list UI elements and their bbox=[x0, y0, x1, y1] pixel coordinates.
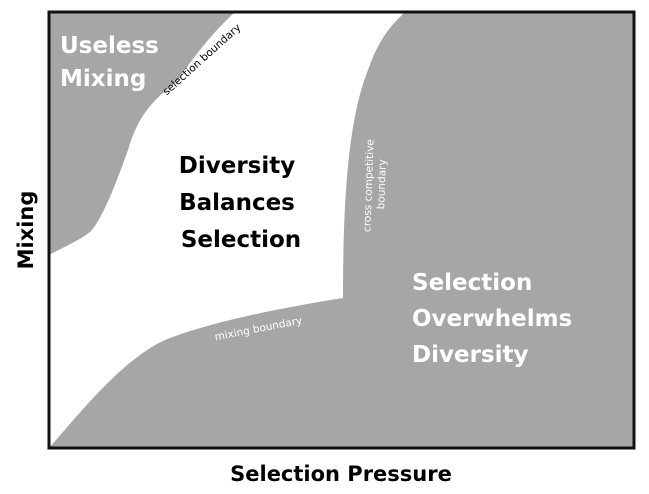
plot-frame bbox=[47, 10, 636, 450]
y-axis-label: Mixing bbox=[14, 191, 38, 270]
selection-overwhelms-diversity-label: Selection Overwhelms Diversity bbox=[412, 270, 580, 368]
useless-mixing-label: Useless Mixing bbox=[60, 33, 167, 92]
x-axis-label: Selection Pressure bbox=[230, 462, 452, 486]
diversity-balances-selection-label: Diversity Balances Selection bbox=[179, 153, 304, 253]
useless-mixing-region bbox=[49, 12, 235, 255]
cross-competitive-boundary-label: cross competitive boundary bbox=[361, 136, 389, 233]
selection-overwhelms-region bbox=[49, 12, 634, 448]
